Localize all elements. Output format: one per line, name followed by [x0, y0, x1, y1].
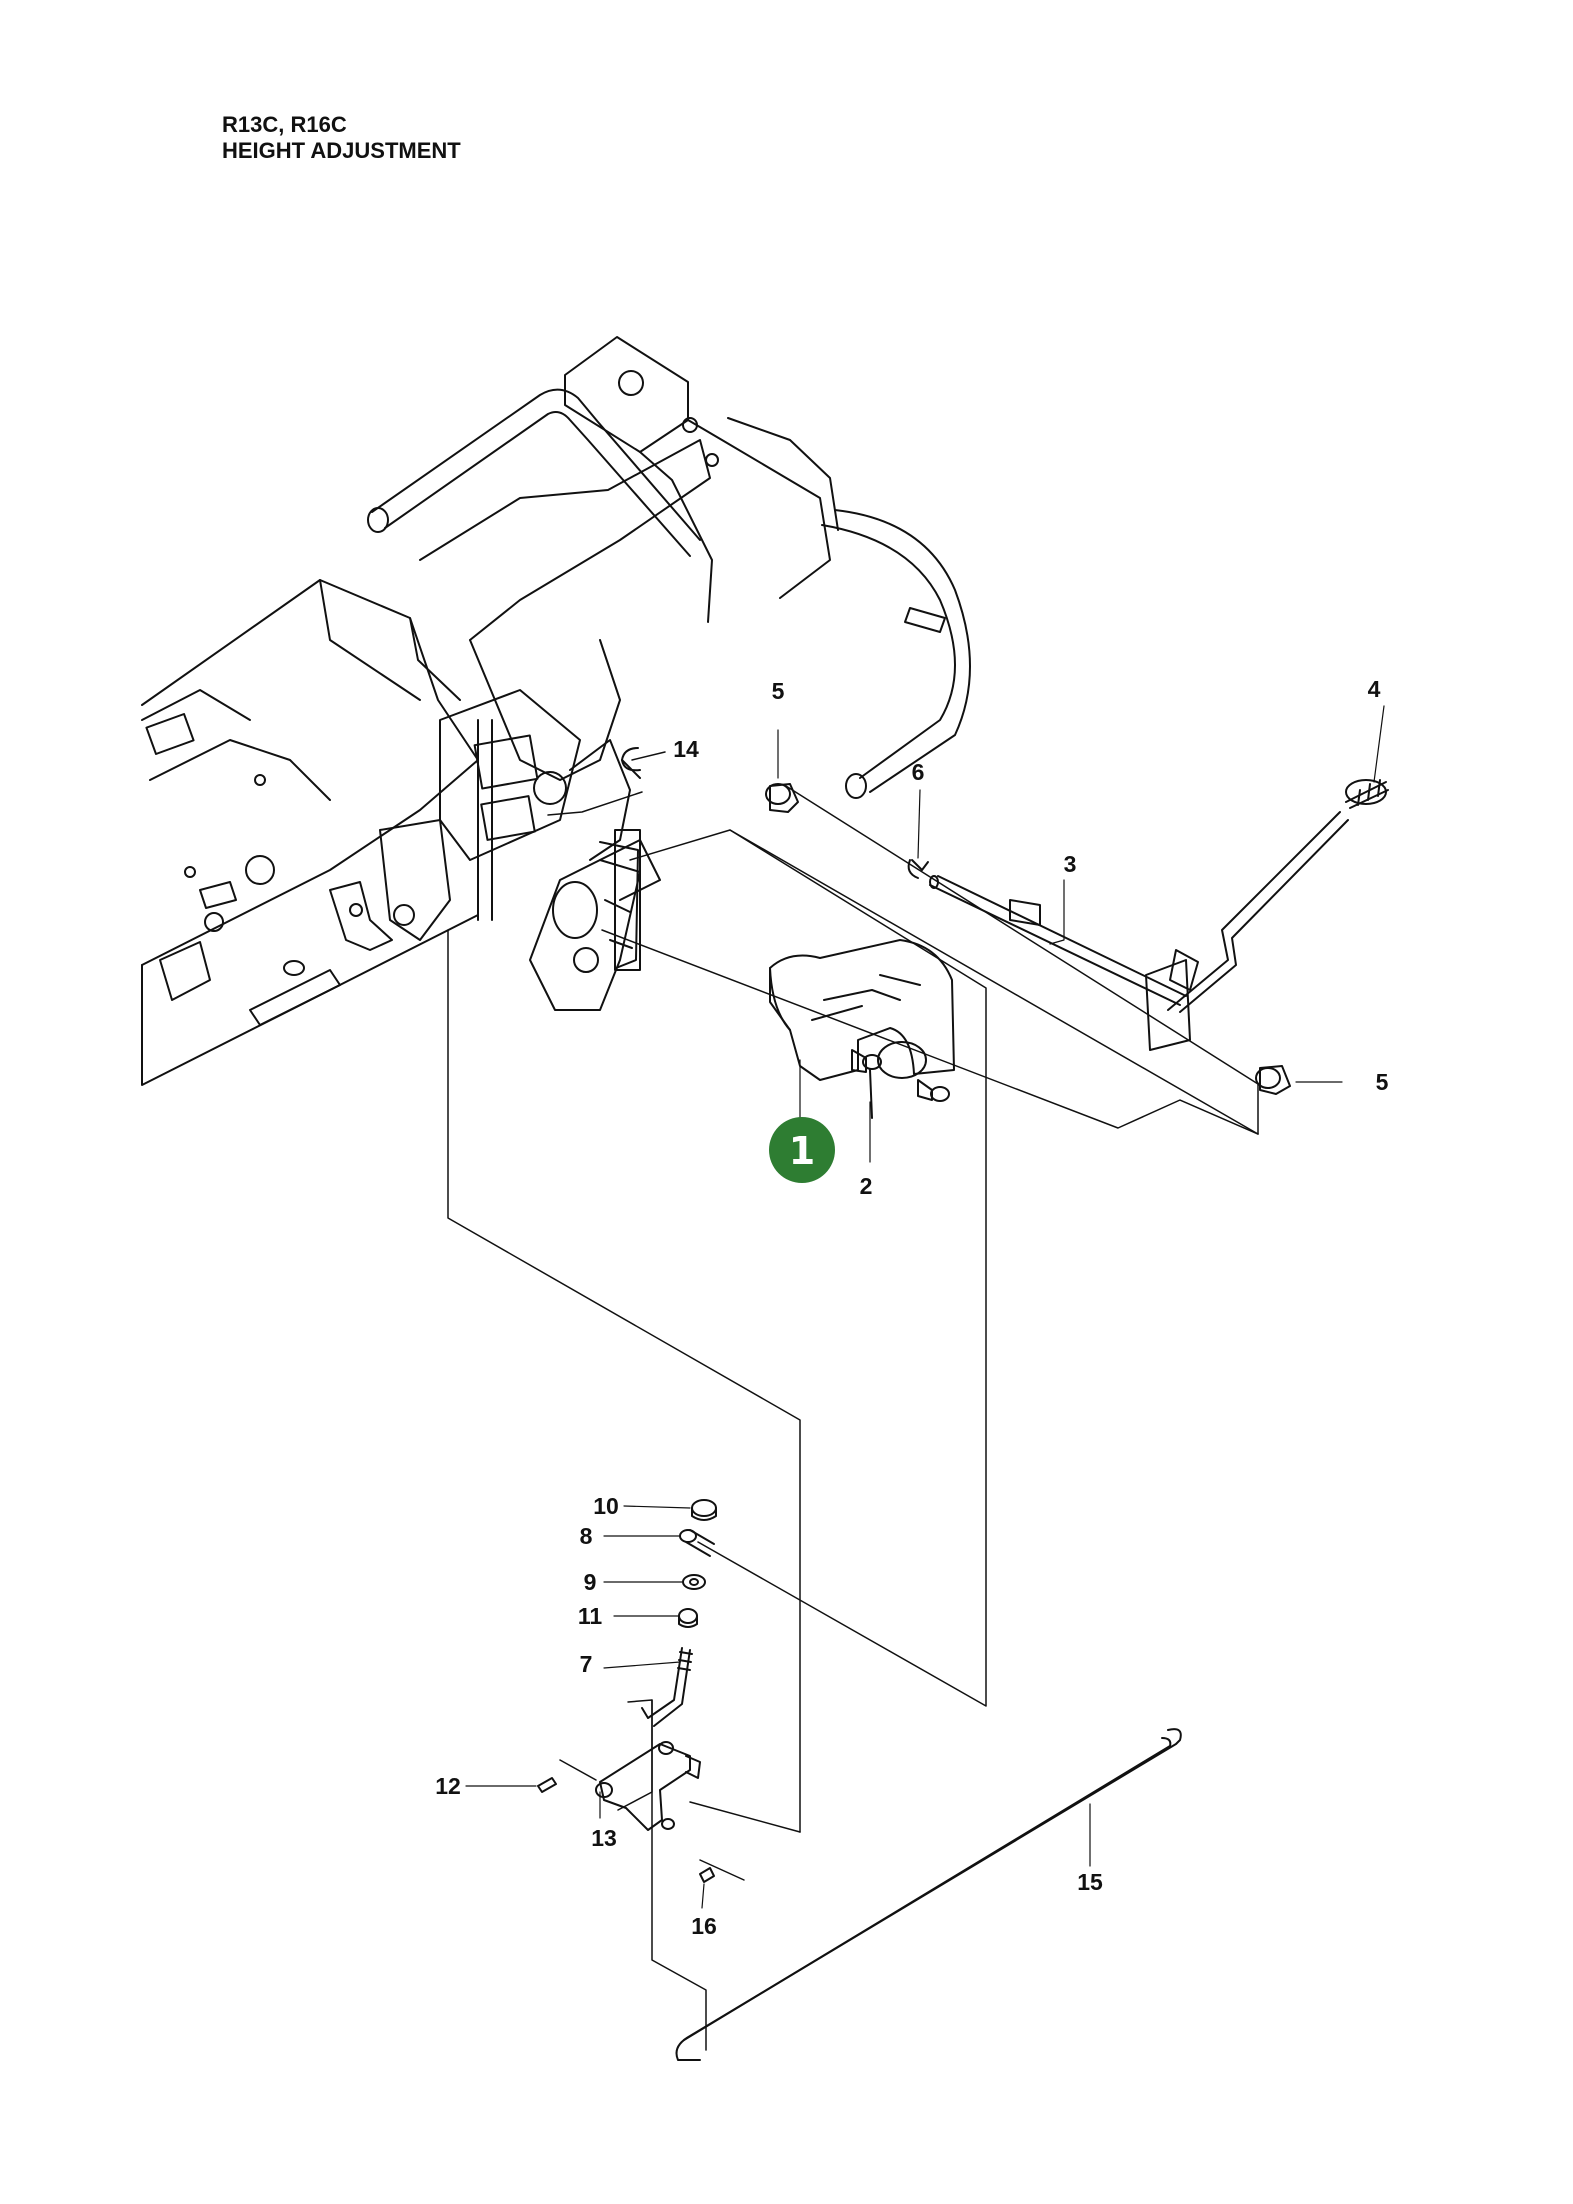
callout-9: 9 [584, 1569, 597, 1595]
callout-5-lower: 5 [1376, 1069, 1389, 1095]
part-12-screw [537, 1777, 557, 1793]
callout-7: 7 [580, 1651, 593, 1677]
model-label: R13C, R16C [222, 112, 347, 137]
part-5-bushing-upper [765, 783, 799, 813]
callout-4: 4 [1368, 676, 1381, 702]
part-16-screw [699, 1867, 715, 1883]
callout-12: 12 [435, 1773, 461, 1799]
part-11-nut [678, 1608, 698, 1628]
part-14-clip [621, 747, 641, 779]
diagram-header: R13C, R16C HEIGHT ADJUSTMENT [222, 112, 461, 164]
part-6-clip [907, 859, 929, 879]
part-15-rod [675, 1728, 1182, 2061]
callout-2: 2 [860, 1173, 873, 1199]
part-7-threaded-rod [641, 1647, 693, 1727]
callout-leaders [465, 705, 1385, 1909]
callout-5-upper: 5 [772, 678, 785, 704]
callout-11: 11 [578, 1603, 603, 1629]
part-8-bolt [679, 1529, 715, 1557]
badge-circle [769, 1117, 835, 1183]
explosion-lines [447, 751, 1259, 2051]
callout-6: 6 [912, 759, 925, 785]
part-2-bolts [851, 1049, 950, 1119]
callout-labels: 5 4 14 6 3 5 2 10 8 9 11 7 12 13 15 16 [435, 676, 1388, 1939]
diagram-title: HEIGHT ADJUSTMENT [222, 138, 461, 163]
part-4-lever [1145, 779, 1389, 1051]
part-13-bellcrank [595, 1741, 701, 1831]
part-9-washer [682, 1574, 706, 1590]
badge-label: 1 [789, 1129, 815, 1173]
part-1-cover-plate [769, 939, 955, 1081]
part-3-height-shaft [929, 875, 1187, 1006]
callout-10: 10 [593, 1493, 619, 1519]
callout-14: 14 [673, 736, 699, 762]
callout-15: 15 [1077, 1869, 1103, 1895]
part-10-nut [691, 1499, 717, 1521]
part-5-bushing-lower [1255, 1065, 1291, 1095]
callout-3: 3 [1064, 851, 1077, 877]
callout-16: 16 [691, 1913, 717, 1939]
callout-13: 13 [591, 1825, 617, 1851]
highlight-badge: 1 [769, 1117, 835, 1183]
callout-8: 8 [580, 1523, 593, 1549]
chassis-frame [141, 336, 971, 1086]
